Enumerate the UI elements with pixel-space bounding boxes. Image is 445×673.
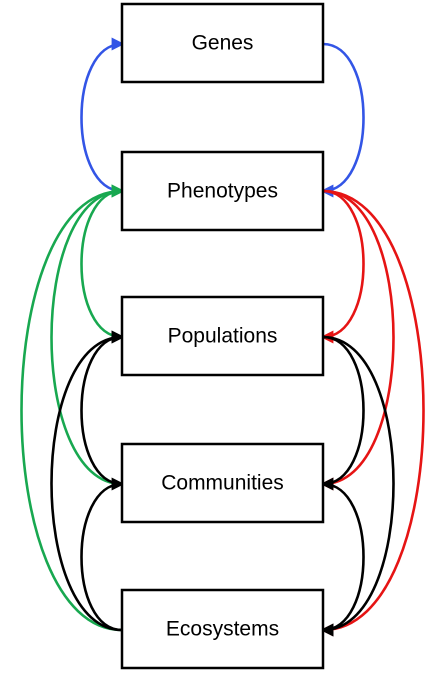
node-communities-box [120,442,325,524]
node-ecosystems-box [120,588,325,670]
arrow-ecosystems-to-communities [80,477,125,632]
node-populations-label: Populations [168,325,278,348]
node-populations: Populations [120,295,325,377]
arrow-communities-to-ecosystems [320,482,365,637]
arrow-phenotypes-to-genes [80,37,125,193]
arrow-phenotypes-to-communities [320,189,395,491]
node-phenotypes-box [120,150,325,232]
arrow-phenotypes-to-ecosystems [320,189,425,637]
node-phenotypes: Phenotypes [120,150,325,232]
arrow-populations-to-communities [320,335,365,491]
arrow-populations-to-ecosystems [320,335,395,637]
arrow-ecosystems-to-phenotypes [20,184,125,632]
node-communities-label: Communities [161,472,284,495]
arrow-communities-to-phenotypes [50,184,125,486]
arrow-populations-to-phenotypes [80,184,125,339]
node-genes-label: Genes [192,32,254,55]
arrow-genes-to-phenotypes [320,42,365,198]
node-phenotypes-label: Phenotypes [167,180,278,203]
node-genes-box [120,2,325,84]
node-ecosystems: Ecosystems [120,588,325,670]
node-communities: Communities [120,442,325,524]
node-ecosystems-label: Ecosystems [166,618,279,641]
arrow-ecosystems-to-populations [50,330,125,632]
node-populations-box [120,295,325,377]
node-genes: Genes [120,2,325,84]
edges-layer [20,37,425,637]
arrow-communities-to-populations [80,330,125,486]
arrow-phenotypes-to-populations [320,189,365,344]
